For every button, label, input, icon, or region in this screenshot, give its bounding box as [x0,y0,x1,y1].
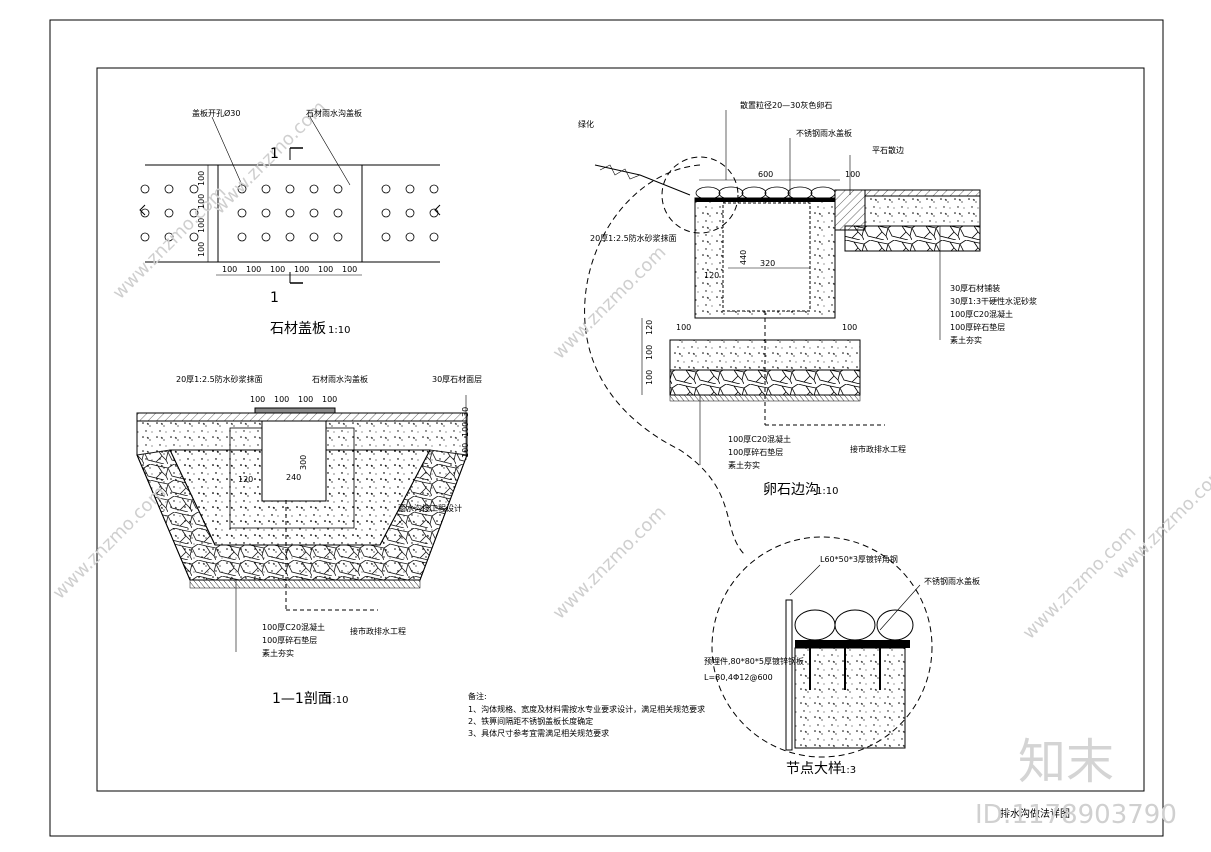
section-scale: 1:10 [326,695,348,706]
section-layer-label: 100厚C20混凝土 [262,622,325,632]
node-title: 节点大样 [786,761,842,777]
outer-frame [49,19,1164,837]
dim-left: 120 [645,320,654,335]
node-scale: 1:3 [840,765,856,776]
pebble-stone-label: 散置粒径20—30灰色卵石 [740,100,832,110]
dim-top: 100 [322,395,337,404]
dim-top: 100 [298,395,313,404]
dim-100: 100 [845,170,860,179]
right-layer-label: 30厚1:3干硬性水泥砂浆 [950,296,1037,306]
stone-cover-plate-label: 石材雨水沟盖板 [306,108,362,118]
pebble-ditch-drawing [584,110,981,556]
section-layer-label: 100厚碎石垫层 [262,635,317,645]
dim-vertical: 100 [197,242,206,257]
section-mark-top: 1 [270,146,279,162]
dim-left: 100 [645,370,654,385]
node-weld-label: 预埋件,80*80*5厚镀锌钢板 [704,656,804,666]
dim-left: 100 [645,345,654,360]
stone-cover-plan [139,116,441,284]
sheet-title: 排水沟做法详图 [1000,807,1070,820]
node-angle-label: L60*50*3厚镀锌角钢 [820,554,898,564]
dim-horizontal: 100 [270,265,285,274]
dim-right: 30 [461,407,470,417]
id-watermark: ID:1178903790 [975,800,1177,830]
section-plate-label: 石材雨水沟盖板 [312,374,368,384]
bottom-layer-label: 素土夯实 [728,460,760,470]
stone-cover-hole-label: 盖板开孔Ø30 [192,108,240,118]
notes-heading: 备注: [468,691,487,701]
dim-top: 100 [274,395,289,404]
pebble-curb-label: 平石散边 [872,145,904,155]
section-mark-bottom: 1 [270,290,279,306]
section-mortar-label: 20厚1:2.5防水砂浆抹面 [176,374,263,384]
section-layer-label: 素土夯实 [262,648,294,658]
stone-cover-title: 石材盖板 [270,321,326,337]
node-detail-drawing [711,536,933,758]
dim-depth: 300 [299,455,308,470]
dim-120: 120 [238,475,253,484]
pebble-connect-label: 接市政排水工程 [850,444,906,454]
dim-left: 100 [676,323,691,332]
right-layer-label: 100厚C20混凝土 [950,309,1013,319]
node-rebar-label: L=80,4Φ12@600 [704,673,773,682]
section-stone-top-label: 30厚石材面层 [432,374,482,384]
stone-cover-scale: 1:10 [328,325,350,336]
section-connect-label: 接市政排水工程 [350,626,406,636]
node-steel-label: 不锈钢雨水盖板 [924,576,980,586]
section-11-drawing [136,395,468,652]
right-layer-label: 30厚石材铺装 [950,283,1000,293]
notes-item: 1、沟体规格、宽度及材料需按水专业要求设计，满足相关规范要求 [468,704,705,714]
pebble-scale: 1:10 [816,486,838,497]
dim-100b: 100 [842,323,857,332]
dim-horizontal: 100 [246,265,261,274]
dim-240: 240 [286,473,301,482]
dim-horizontal: 100 [294,265,309,274]
notes-item: 2、铁箅间隔距不锈钢盖板长度确定 [468,716,593,726]
brand-logo: 知末 [1018,734,1114,790]
section-design-label: 雨水沟按工程设计 [398,503,462,513]
dim-right: 100 [461,443,470,458]
pebble-title: 卵石边沟 [763,482,819,498]
dim-320: 320 [760,259,775,268]
dim-horizontal: 100 [318,265,333,274]
notes-item: 3、具体尺寸参考宜需满足相关规范要求 [468,728,609,738]
dim-right: 100 [461,422,470,437]
bottom-layer-label: 100厚碎石垫层 [728,447,783,457]
bottom-layer-label: 100厚C20混凝土 [728,434,791,444]
dim-120: 120 [704,271,719,280]
dim-vertical: 100 [197,171,206,186]
dim-horizontal: 100 [222,265,237,274]
dim-440: 440 [739,250,748,265]
watermark-text: www.znzmo.com [49,482,171,604]
section-title: 1—1剖面 [272,691,332,707]
dim-vertical: 100 [197,218,206,233]
right-layer-label: 素土夯实 [950,335,982,345]
watermark-text: www.znzmo.com [549,502,671,624]
dim-600: 600 [758,170,773,179]
pebble-green-label: 绿化 [578,119,594,129]
pebble-steel-label: 不锈钢雨水盖板 [796,128,852,138]
dim-vertical: 100 [197,194,206,209]
right-layer-label: 100厚碎石垫层 [950,322,1005,332]
dim-top: 100 [250,395,265,404]
dim-horizontal: 100 [342,265,357,274]
inner-frame [96,67,1145,792]
pebble-mortar-label: 20厚1:2.5防水砂浆抹面 [590,233,677,243]
